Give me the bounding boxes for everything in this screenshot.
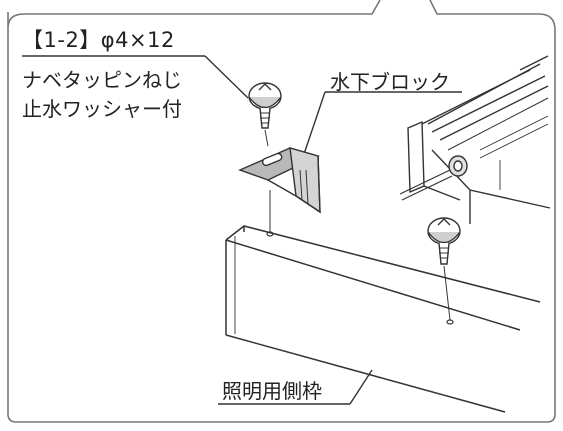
water-block-drawing bbox=[238, 147, 321, 214]
screw-name-line1: ナベタッピンねじ bbox=[22, 68, 182, 92]
side-frame-label: 照明用側枠 bbox=[222, 379, 322, 403]
screw-lower-guide bbox=[443, 265, 451, 321]
frame-leader-line bbox=[349, 369, 373, 405]
screw-part-code: 【1-2】φ4×12 bbox=[22, 28, 175, 52]
water-block-label: 水下ブロック bbox=[330, 70, 450, 94]
screw-description: ナベタッピンねじ 止水ワッシャー付 bbox=[22, 66, 182, 124]
side-frame-drawing bbox=[225, 225, 541, 413]
frame-hole-right bbox=[446, 319, 454, 325]
panel-frame bbox=[7, 0, 556, 423]
screw-upper-guide bbox=[264, 129, 269, 147]
screw-name-line2: 止水ワッシャー付 bbox=[22, 97, 182, 121]
block-leader-line bbox=[301, 91, 326, 161]
housing-drawing bbox=[399, 55, 551, 224]
screw-lower-drawing bbox=[427, 217, 461, 265]
frame-hole-left bbox=[266, 231, 274, 237]
screw-upper-drawing bbox=[248, 82, 282, 129]
screw-leader-line bbox=[204, 55, 249, 99]
